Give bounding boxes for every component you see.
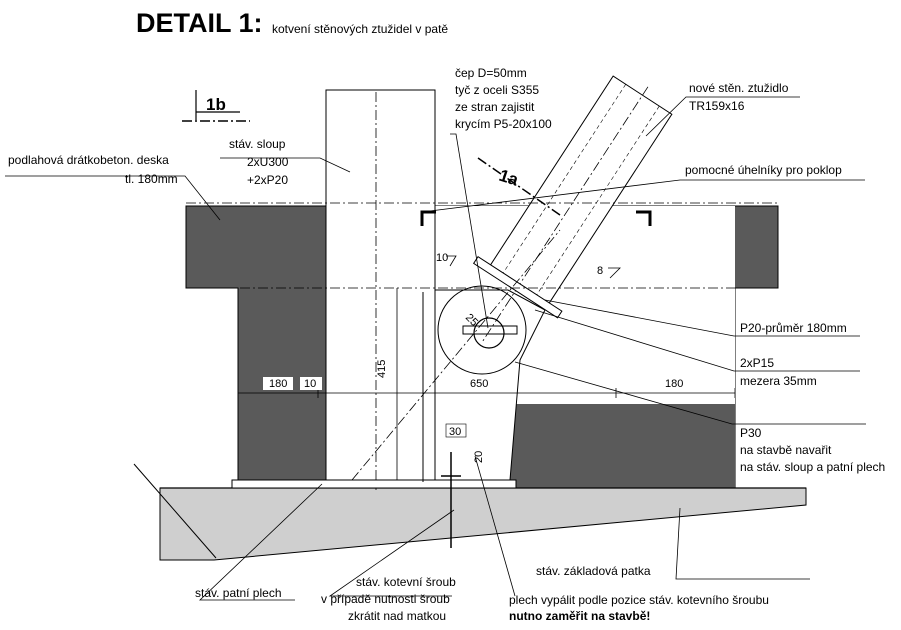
label-bolt-3: zkrátit nad matkou xyxy=(348,609,446,623)
dim-30: 30 xyxy=(449,426,461,438)
label-p30-1: P30 xyxy=(740,426,762,440)
label-base-plate: stáv. patní plech xyxy=(195,586,282,600)
dim-10: 10 xyxy=(304,378,316,390)
label-brace-2: TR159x16 xyxy=(689,99,745,113)
footing-hatch xyxy=(159,487,807,561)
anchor-bolt xyxy=(441,452,461,548)
label-disc: P20-průměr 180mm xyxy=(740,321,847,335)
gusset-plate xyxy=(434,289,546,481)
label-pin-1: čep D=50mm xyxy=(455,66,527,80)
label-column-1: stáv. sloup xyxy=(229,137,286,151)
label-p30-3: na stáv. sloup a patní plech xyxy=(740,460,885,474)
label-p30-2: na stavbě navařit xyxy=(740,443,832,457)
label-pin-4: krycím P5-20x100 xyxy=(455,117,552,131)
brace xyxy=(472,75,673,343)
label-column-2: 2xU300 xyxy=(247,155,289,169)
label-pin-2: tyč z oceli S355 xyxy=(455,83,539,97)
label-gusset-2: mezera 35mm xyxy=(740,374,817,388)
base-plate xyxy=(231,479,517,489)
label-angles: pomocné úhelníky pro poklop xyxy=(685,163,842,177)
column xyxy=(325,89,436,490)
dim-415: 415 xyxy=(376,360,388,378)
detail-subtitle: kotvení stěnových ztužidel v patě xyxy=(272,22,448,36)
label-slab-1: podlahová drátkobeton. deska xyxy=(8,153,169,167)
section-mark-1b: 1b xyxy=(182,90,250,122)
dim-650: 650 xyxy=(470,378,488,390)
label-column-3: +2xP20 xyxy=(247,173,288,187)
dim-180-right: 180 xyxy=(665,378,683,390)
label-pin-3: ze stran zajistit xyxy=(455,100,535,114)
label-footing: stáv. základová patka xyxy=(536,564,651,578)
svg-text:1a: 1a xyxy=(497,166,521,190)
label-slab-2: tl. 180mm xyxy=(125,172,178,186)
label-cut-2: nutno zaměřit na stavbě! xyxy=(509,609,650,623)
dim-180-left: 180 xyxy=(269,378,287,390)
dimension-row: 180 10 650 180 xyxy=(237,377,736,398)
angle-bracket-right xyxy=(636,210,652,226)
label-gusset-1: 2xP15 xyxy=(740,356,774,370)
svg-text:1b: 1b xyxy=(206,95,226,114)
label-bolt-2: v případě nutnosti šroub xyxy=(321,592,450,606)
pin-circle xyxy=(473,317,505,349)
dim-20: 20 xyxy=(473,451,485,463)
weld-8: 8 xyxy=(597,265,603,277)
disc-p20 xyxy=(437,285,527,375)
detail-title: DETAIL 1: xyxy=(136,8,263,38)
ground-line xyxy=(133,463,217,559)
label-brace-1: nové stěn. ztužidlo xyxy=(689,81,789,95)
label-cut-1: plech vypálit podle pozice stáv. kotevní… xyxy=(509,593,769,607)
dim-415-line: 415 xyxy=(376,288,398,480)
leader-lines xyxy=(5,96,866,601)
weld-10: 10 xyxy=(436,252,448,264)
label-bolt-1: stáv. kotevní šroub xyxy=(356,575,456,589)
